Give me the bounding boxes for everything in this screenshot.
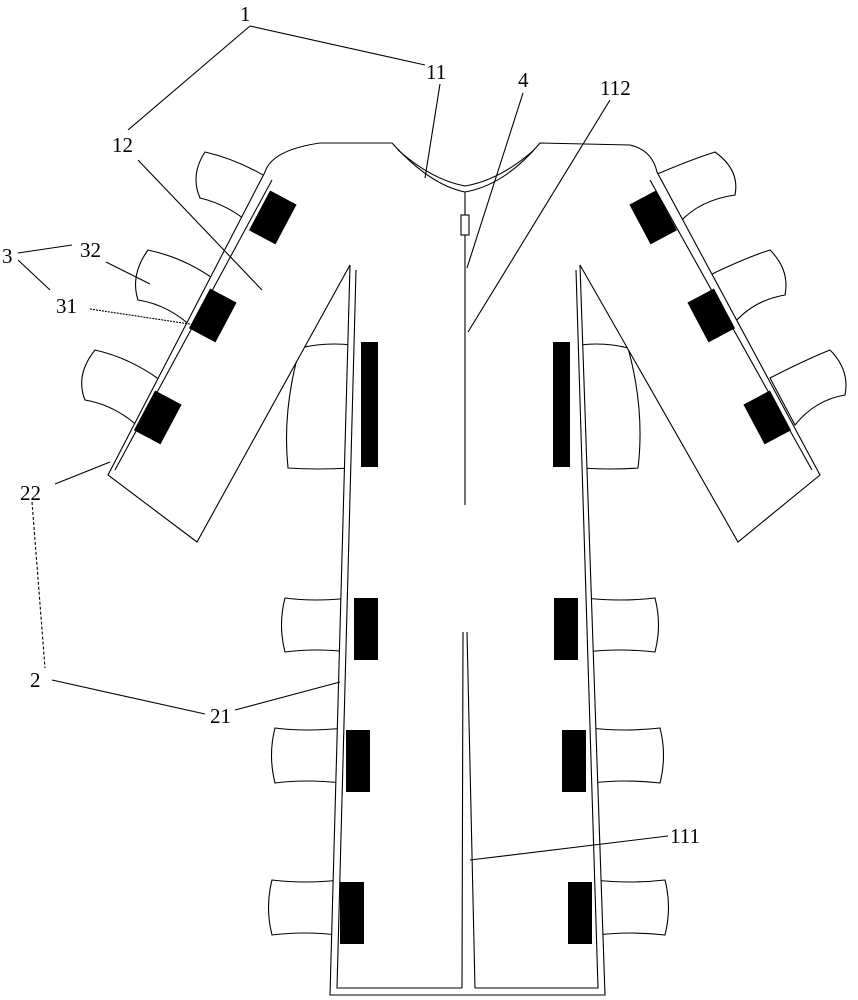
zipper-pull-icon <box>460 214 470 236</box>
right-front-edge <box>475 269 599 989</box>
label-22: 22 <box>20 481 41 505</box>
left-front-edge-21 <box>336 269 462 989</box>
left-pocket <box>285 343 353 470</box>
label-2: 2 <box>30 668 41 692</box>
center-slit-111 <box>461 631 476 989</box>
heating-pads <box>133 190 792 944</box>
right-sleeve-straps <box>654 151 847 426</box>
label-31: 31 <box>56 294 77 318</box>
label-21: 21 <box>210 704 231 728</box>
label-1: 1 <box>240 2 251 26</box>
body-straps <box>267 597 670 936</box>
label-111: 111 <box>670 824 700 848</box>
leader-lines <box>17 25 669 861</box>
label-12: 12 <box>112 133 133 157</box>
label-4: 4 <box>518 68 529 92</box>
label-3: 3 <box>2 244 13 268</box>
label-32: 32 <box>80 238 101 262</box>
label-11: 11 <box>426 60 447 84</box>
right-pocket <box>579 343 641 470</box>
collar-11 <box>397 149 535 187</box>
label-112: 112 <box>600 76 631 100</box>
garment-outline <box>107 142 821 996</box>
